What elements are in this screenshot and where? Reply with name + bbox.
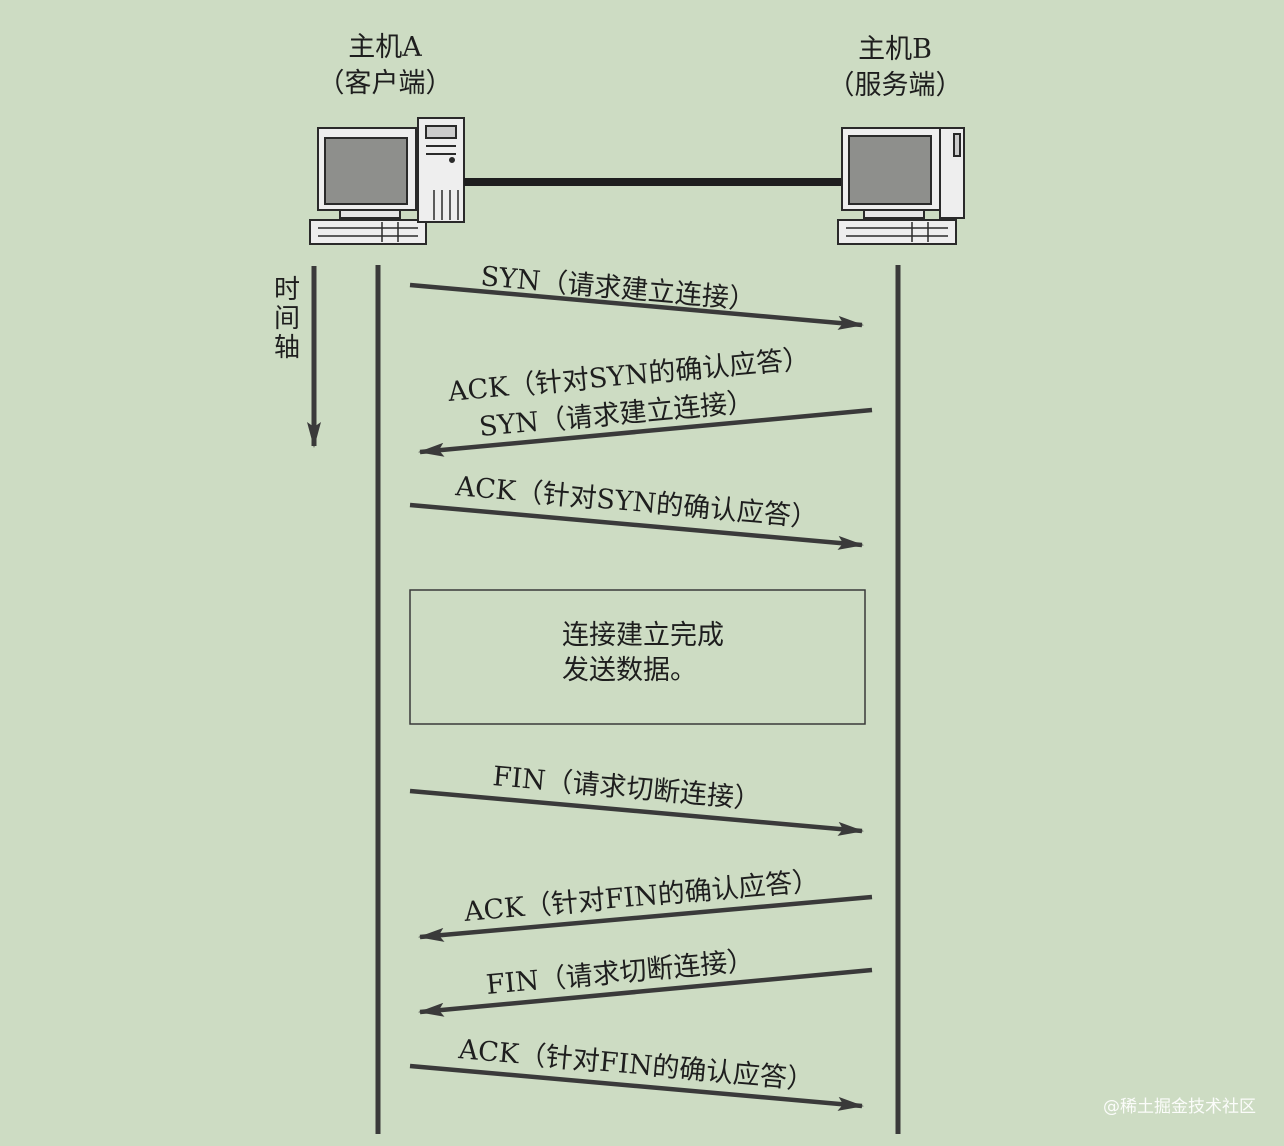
time-axis-char: 轴	[273, 333, 300, 363]
message-arrow: ACK（针对SYN的确认应答） SYN（请求建立连接）	[418, 344, 873, 457]
data-box-line: 连接建立完成	[562, 620, 724, 651]
time-axis-label: 时 间 轴	[270, 276, 304, 363]
computer-a-icon	[309, 117, 465, 245]
message-arrow: ACK（针对FIN的确认应答）	[409, 1034, 864, 1111]
message-label: FIN（请求切断连接）	[491, 761, 762, 816]
data-transfer-box	[409, 589, 866, 725]
time-axis-char: 时	[273, 275, 300, 305]
data-box-text: 连接建立完成 发送数据。	[562, 618, 724, 688]
watermark: @稀土掘金技术社区	[1103, 1097, 1256, 1117]
host-b-name: 主机B	[858, 34, 932, 65]
host-b-role: （服务端）	[827, 70, 963, 101]
computer-b-icon	[837, 127, 965, 245]
host-a-role: （客户端）	[317, 68, 453, 99]
message-arrow: FIN（请求切断连接）	[418, 945, 873, 1017]
host-a-title: 主机A （客户端）	[285, 30, 485, 102]
message-arrow: ACK（针对FIN的确认应答）	[418, 866, 873, 942]
message-label: SYN（请求建立连接）	[479, 261, 757, 316]
message-arrow: ACK（针对SYN的确认应答）	[409, 471, 864, 550]
host-b-title: 主机B （服务端）	[795, 32, 995, 104]
time-axis-char: 间	[273, 304, 300, 334]
message-arrow: FIN（请求切断连接）	[409, 761, 864, 836]
host-a-name: 主机A	[348, 32, 422, 63]
data-box-line: 发送数据。	[562, 655, 697, 686]
message-arrow: SYN（请求建立连接）	[409, 261, 864, 330]
